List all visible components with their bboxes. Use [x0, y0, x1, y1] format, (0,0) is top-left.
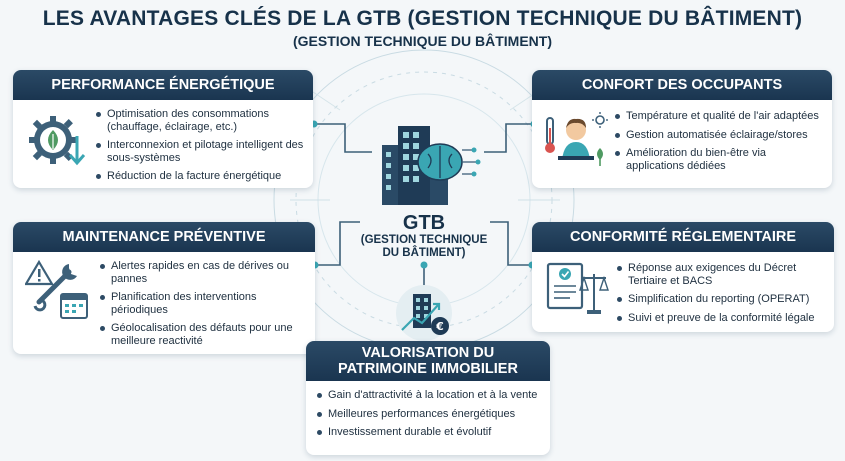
connector-conformite — [490, 221, 532, 266]
connector-confort — [484, 123, 534, 153]
card-valorisation: VALORISATION DU PATRIMOINE IMMOBILIER Ga… — [306, 341, 550, 455]
card-conformite-title: CONFORMITÉ RÉGLEMENTAIRE — [532, 222, 834, 252]
list-item: Géolocalisation des défauts pour une mei… — [99, 322, 309, 347]
card-performance-title: PERFORMANCE ÉNERGÉTIQUE — [13, 70, 313, 100]
list-item: Suivi et preuve de la conformité légale — [616, 312, 828, 325]
connector-maintenance — [315, 221, 360, 266]
card-performance: PERFORMANCE ÉNERGÉTIQUE Optimisation des… — [13, 70, 313, 188]
page-subtitle: (GESTION TECHNIQUE DU BÂTIMENT) — [293, 33, 552, 49]
center-fullname-line2: DU BÂTIMENT) — [382, 247, 466, 259]
building-brain-icon — [382, 126, 481, 205]
card-maintenance: MAINTENANCE PRÉVENTIVE Alertes rapides e… — [13, 222, 315, 354]
page-title: LES AVANTAGES CLÉS DE LA GTB (GESTION TE… — [42, 7, 803, 30]
building-euro-icon: € — [396, 285, 452, 341]
list-item: Optimisation des consommations (chauffag… — [95, 108, 307, 133]
list-item: Investissement durable et évolutif — [316, 426, 544, 439]
gear-leaf-icon — [29, 116, 86, 166]
center-acronym: GTB — [402, 212, 446, 234]
svg-text:€: € — [435, 320, 444, 333]
card-confort: CONFORT DES OCCUPANTS Température et qua… — [532, 70, 832, 188]
card-valorisation-title-line2: PATRIMOINE IMMOBILIER — [338, 361, 518, 377]
card-conformite: CONFORMITÉ RÉGLEMENTAIRE Réponse aux exi… — [532, 222, 834, 332]
list-item: Gain d'attractivité à la location et à l… — [316, 389, 544, 402]
list-item: Réduction de la facture énergétique — [95, 170, 307, 183]
card-valorisation-title: VALORISATION DU PATRIMOINE IMMOBILIER — [306, 341, 550, 381]
center-fullname-line1: (GESTION TECHNIQUE — [360, 234, 488, 246]
list-item: Température et qualité de l'air adaptées — [614, 110, 826, 123]
list-item: Alertes rapides en cas de dérives ou pan… — [99, 260, 309, 285]
list-item: Interconnexion et pilotage intelligent d… — [95, 139, 307, 164]
connector-performance — [314, 123, 372, 153]
list-item: Planification des interventions périodiq… — [99, 291, 309, 316]
list-item: Réponse aux exigences du Décret Tertiair… — [616, 262, 828, 287]
card-valorisation-title-line1: VALORISATION DU — [361, 345, 495, 361]
list-item: Amélioration du bien-être via applicatio… — [614, 147, 826, 172]
occupant-thermometer-icon — [545, 112, 608, 166]
card-confort-title: CONFORT DES OCCUPANTS — [532, 70, 832, 100]
center-label: GTB (GESTION TECHNIQUE DU BÂTIMENT) — [334, 212, 514, 260]
list-item: Gestion automatisée éclairage/stores — [614, 129, 826, 142]
document-scale-icon — [546, 262, 609, 314]
list-item: Meilleures performances énergétiques — [316, 408, 544, 421]
card-maintenance-title: MAINTENANCE PRÉVENTIVE — [13, 222, 315, 252]
list-item: Simplification du reporting (OPERAT) — [616, 293, 828, 306]
warning-wrench-calendar-icon — [25, 260, 88, 319]
